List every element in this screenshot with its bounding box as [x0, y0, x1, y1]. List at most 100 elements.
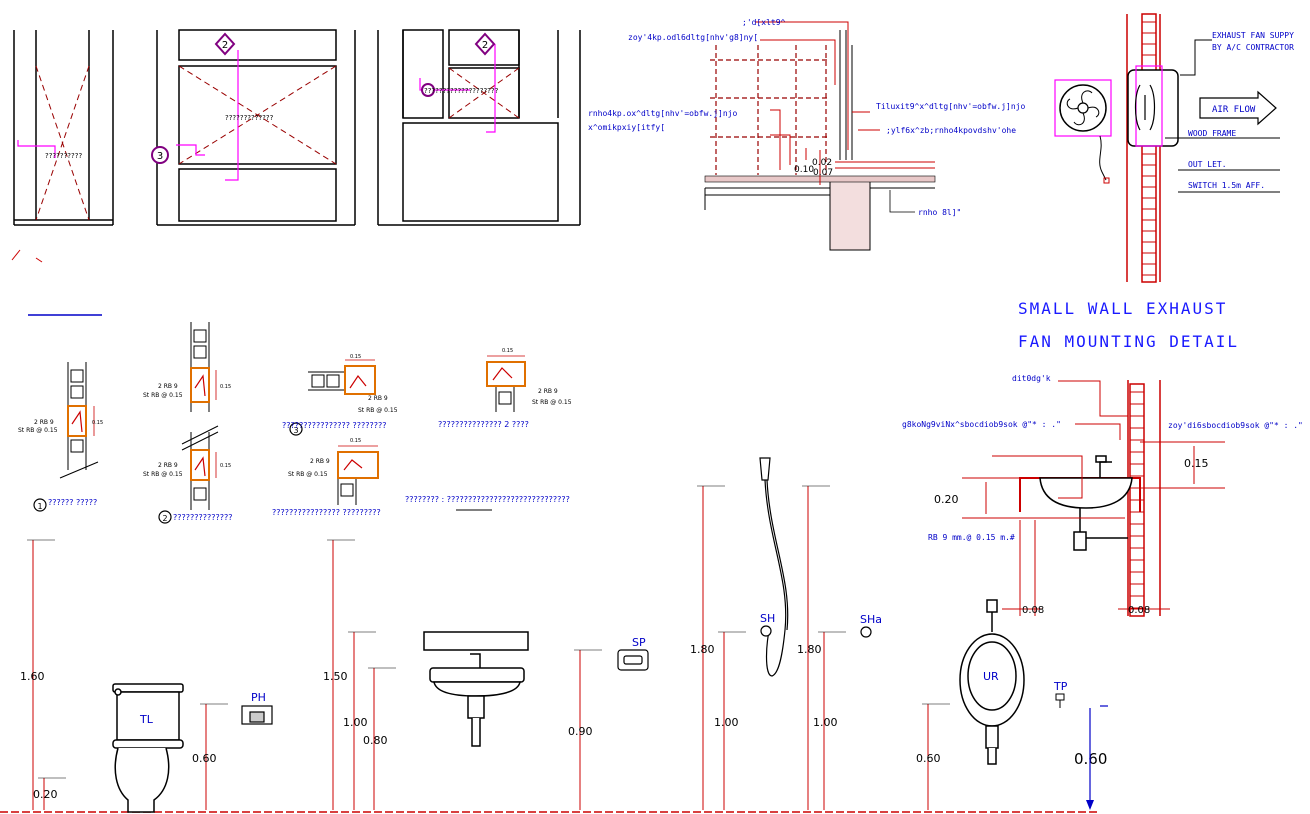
- section-label-b2: x^omikpxiy[itfy[: [588, 123, 665, 132]
- elevation-panels: [13, 29, 581, 226]
- fan-supply-line2: BY A/C CONTRACTOR: [1212, 43, 1294, 52]
- height-180a: 1.80: [690, 643, 715, 656]
- section-dim-2: 0.10: [794, 165, 814, 175]
- rebar-note: ???????? : ?????????????????????????????: [405, 495, 570, 504]
- shower-label: SH: [760, 612, 775, 625]
- rb9-label-2a: 2 RB 9: [158, 383, 178, 390]
- wash-basin: [429, 653, 525, 747]
- fan-note-leaders: [1165, 39, 1280, 193]
- basin-bowl: [1039, 477, 1133, 509]
- switch-label: SWITCH 1.5m AFF.: [1188, 181, 1265, 190]
- height-090: 0.90: [568, 725, 593, 738]
- toilet-label: TL: [139, 713, 154, 726]
- wall-section-lines: [704, 30, 935, 251]
- height-020: 0.20: [33, 788, 58, 801]
- air-flow-label: AIR FLOW: [1212, 105, 1256, 115]
- rebar-caption-3: ???????????????? ????????: [282, 421, 386, 430]
- basin-dim-008b: 0.08: [1128, 605, 1150, 616]
- dim-4: 0.15: [502, 348, 513, 354]
- fan-cable: [1099, 135, 1107, 181]
- rebar-caption-5: ???????????????? ?????????: [272, 508, 381, 517]
- toilet: [112, 683, 184, 813]
- dim-2a: 0.15: [220, 384, 231, 390]
- rebar-detail-4: [486, 355, 526, 412]
- basin-dim-015: 0.15: [1184, 457, 1209, 470]
- rb-spacing-3a: St RB @ 0.15: [358, 407, 398, 414]
- rb-spacing-1: St RB @ 0.15: [18, 427, 58, 434]
- basin-wall-bricks: [1130, 391, 1144, 609]
- rb9-label-2b: 2 RB 9: [158, 462, 178, 469]
- fan-supply-line1: EXHAUST FAN SUPPY: [1212, 31, 1294, 40]
- section-top-label: ;'d[xlt9^: [742, 18, 786, 27]
- rebar-detail-3b: [337, 445, 379, 505]
- wc-elevation-label: ??????????: [45, 152, 82, 160]
- basin-rebar-note: RB 9 mm.@ 0.15 m.#: [928, 533, 1015, 542]
- tall-elevation-label: ?????????????: [225, 114, 274, 122]
- rb-spacing-4: St RB @ 0.15: [532, 399, 572, 406]
- fan-wall: [1126, 13, 1161, 283]
- soap-holder-label: SP: [632, 636, 646, 649]
- rb-spacing-2b: St RB @ 0.15: [143, 471, 183, 478]
- urinal-label: UR: [983, 670, 999, 683]
- fan-plan-circle: [1059, 84, 1107, 132]
- detail-num-circle-3: [289, 422, 303, 436]
- detail-num-2: 2: [162, 514, 167, 523]
- rebar-detail-2b: [181, 425, 219, 510]
- section-label-a: zoy'4kp.odl6dltg[nhv'g8]ny[: [628, 33, 758, 42]
- section-label-b1: rnho4kp.ox^dltg[nhv'=obfw.j]njo: [588, 109, 737, 118]
- section-label-c: Tiluxit9^x^dltg[nhv'=obfw.j]njo: [876, 102, 1025, 111]
- basin-tap: [1095, 455, 1112, 478]
- section-label-e: rnho 8l]": [918, 208, 961, 217]
- rebar-text: 2 RB 9 St RB @ 0.15 0.15 2 RB 9 St RB @ …: [18, 348, 572, 478]
- shower-alt-label: SHa: [860, 613, 882, 626]
- soap-holder: [617, 649, 649, 671]
- wall-section-leaders: [755, 21, 935, 185]
- section-label-d: ;ylf6x^zb;rnho4kpovdshv'ohe: [886, 126, 1016, 135]
- height-160: 1.60: [20, 670, 45, 683]
- height-texts: 1.60 0.20 0.60 1.50 1.00 0.80 0.90 1.80 …: [20, 643, 1107, 801]
- height-100c: 1.00: [813, 716, 838, 729]
- rebar-detail-1: [59, 362, 99, 479]
- detail-num-circle-2: [158, 510, 172, 524]
- slab-hatch: [829, 179, 871, 251]
- dim-3b: 0.15: [350, 438, 361, 444]
- height-180b: 1.80: [797, 643, 822, 656]
- paper-holder-label: PH: [251, 691, 266, 704]
- dim-1: 0.15: [92, 420, 103, 426]
- rebar-caption-2: ??????????????: [173, 513, 232, 522]
- basin-label-right: zoy'di6sbocdiob9sok @"* : .": [1168, 421, 1303, 430]
- rb-spacing-2a: St RB @ 0.15: [143, 392, 183, 399]
- detail-num-circle-1: [33, 498, 47, 512]
- height-100b: 1.00: [714, 716, 739, 729]
- rebar-detail-2a: [190, 322, 217, 412]
- section-dim-1: 0.02: [812, 158, 832, 168]
- basin-dim-020: 0.20: [934, 493, 959, 506]
- rb9-label-1: 2 RB 9: [34, 419, 54, 426]
- basin-dim-008a: 0.08: [1022, 605, 1044, 616]
- wood-frame-label: WOOD FRAME: [1188, 129, 1236, 138]
- rb9-label-3b: 2 RB 9: [310, 458, 330, 465]
- detail-num-1: 1: [37, 502, 42, 511]
- shower-alt-icon: [860, 626, 872, 638]
- paper-holder: [241, 705, 273, 725]
- wall-section-grid: [710, 45, 830, 175]
- tag-2-right: 2: [482, 40, 488, 51]
- small-red-mark: [11, 249, 43, 263]
- tap-label: TP: [1053, 680, 1068, 693]
- basin-label-top: dit0dg'k: [1012, 374, 1051, 383]
- height-060: 0.60: [192, 752, 217, 765]
- dim-3a: 0.15: [350, 354, 361, 360]
- rebar-caption-1: ?????? ?????: [48, 498, 97, 507]
- rebar-caption-4: ??????????????? 2 ????: [438, 420, 529, 429]
- basin-wall: [1127, 380, 1161, 617]
- fan-wall-bricks: [1142, 21, 1156, 276]
- right-elevation-label: ????????????????????: [424, 87, 499, 95]
- rb9-label-3a: 2 RB 9: [368, 395, 388, 402]
- basin-trap: [1073, 508, 1128, 551]
- rb-spacing-3b: St RB @ 0.15: [288, 471, 328, 478]
- section-dim-3: 0.07: [813, 168, 833, 178]
- height-150: 1.50: [323, 670, 348, 683]
- height-dimension-lines: [27, 485, 950, 810]
- air-flow-arrow: [1199, 90, 1277, 126]
- dim-2b: 0.15: [220, 463, 231, 469]
